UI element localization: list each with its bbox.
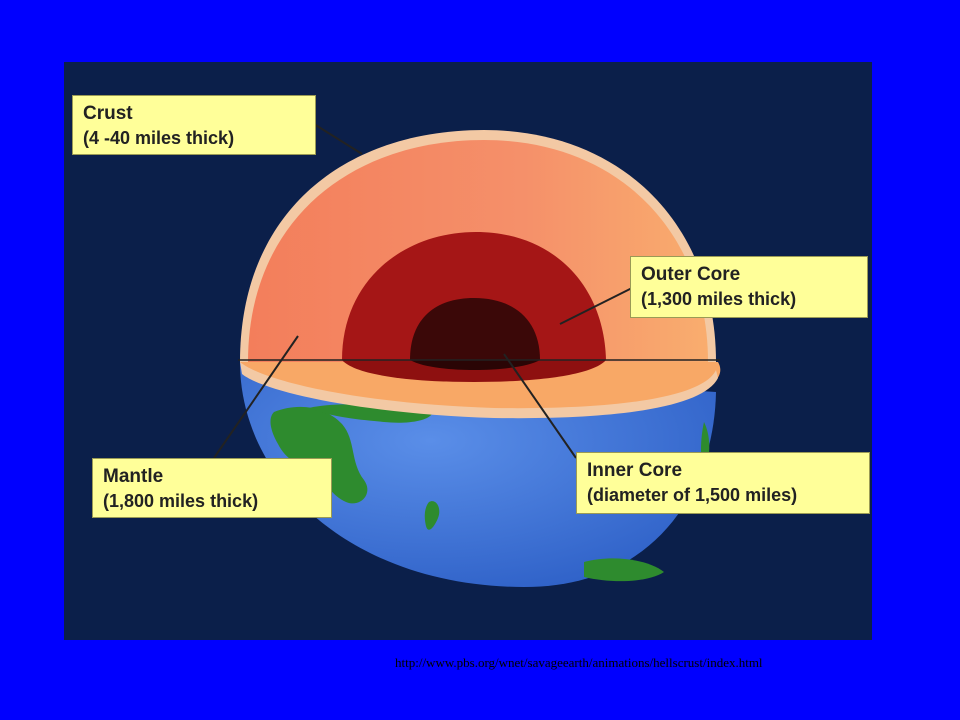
crust-leader [313, 123, 363, 155]
land-mass [584, 558, 664, 582]
source-url-link[interactable]: http://www.pbs.org/wnet/savageearth/anim… [395, 655, 763, 670]
crust-label-name: Crust [83, 103, 133, 124]
diagram-panel: Crust (4 -40 miles thick) Outer Core (1,… [64, 62, 872, 640]
crust-label-detail: (4 -40 miles thick) [83, 128, 235, 148]
inner-core-leader [503, 353, 577, 459]
outer-core-leader [559, 287, 633, 325]
inner-core-layer [410, 298, 540, 360]
earth-diagram [213, 123, 721, 587]
inner-core-label-detail: (diameter of 1,500 miles) [587, 485, 798, 505]
outer-core-cut-face [342, 360, 606, 382]
mantle-label: Mantle (1,800 miles thick) [92, 458, 332, 518]
inner-core-label-name: Inner Core [587, 460, 683, 481]
outer-core-label-detail: (1,300 miles thick) [641, 289, 797, 309]
inner-core-label: Inner Core (diameter of 1,500 miles) [576, 452, 870, 514]
outer-core-label-name: Outer Core [641, 264, 741, 285]
outer-core-layer [342, 232, 606, 360]
mantle-label-name: Mantle [103, 466, 164, 487]
mantle-label-detail: (1,800 miles thick) [103, 491, 259, 511]
land-mass [424, 501, 440, 530]
land-mass [270, 406, 368, 504]
crust-label: Crust (4 -40 miles thick) [72, 95, 316, 155]
outer-core-label: Outer Core (1,300 miles thick) [630, 256, 868, 318]
crust-rim [240, 362, 718, 419]
mantle-leader [213, 335, 299, 459]
inner-core-cut-face [410, 360, 540, 370]
